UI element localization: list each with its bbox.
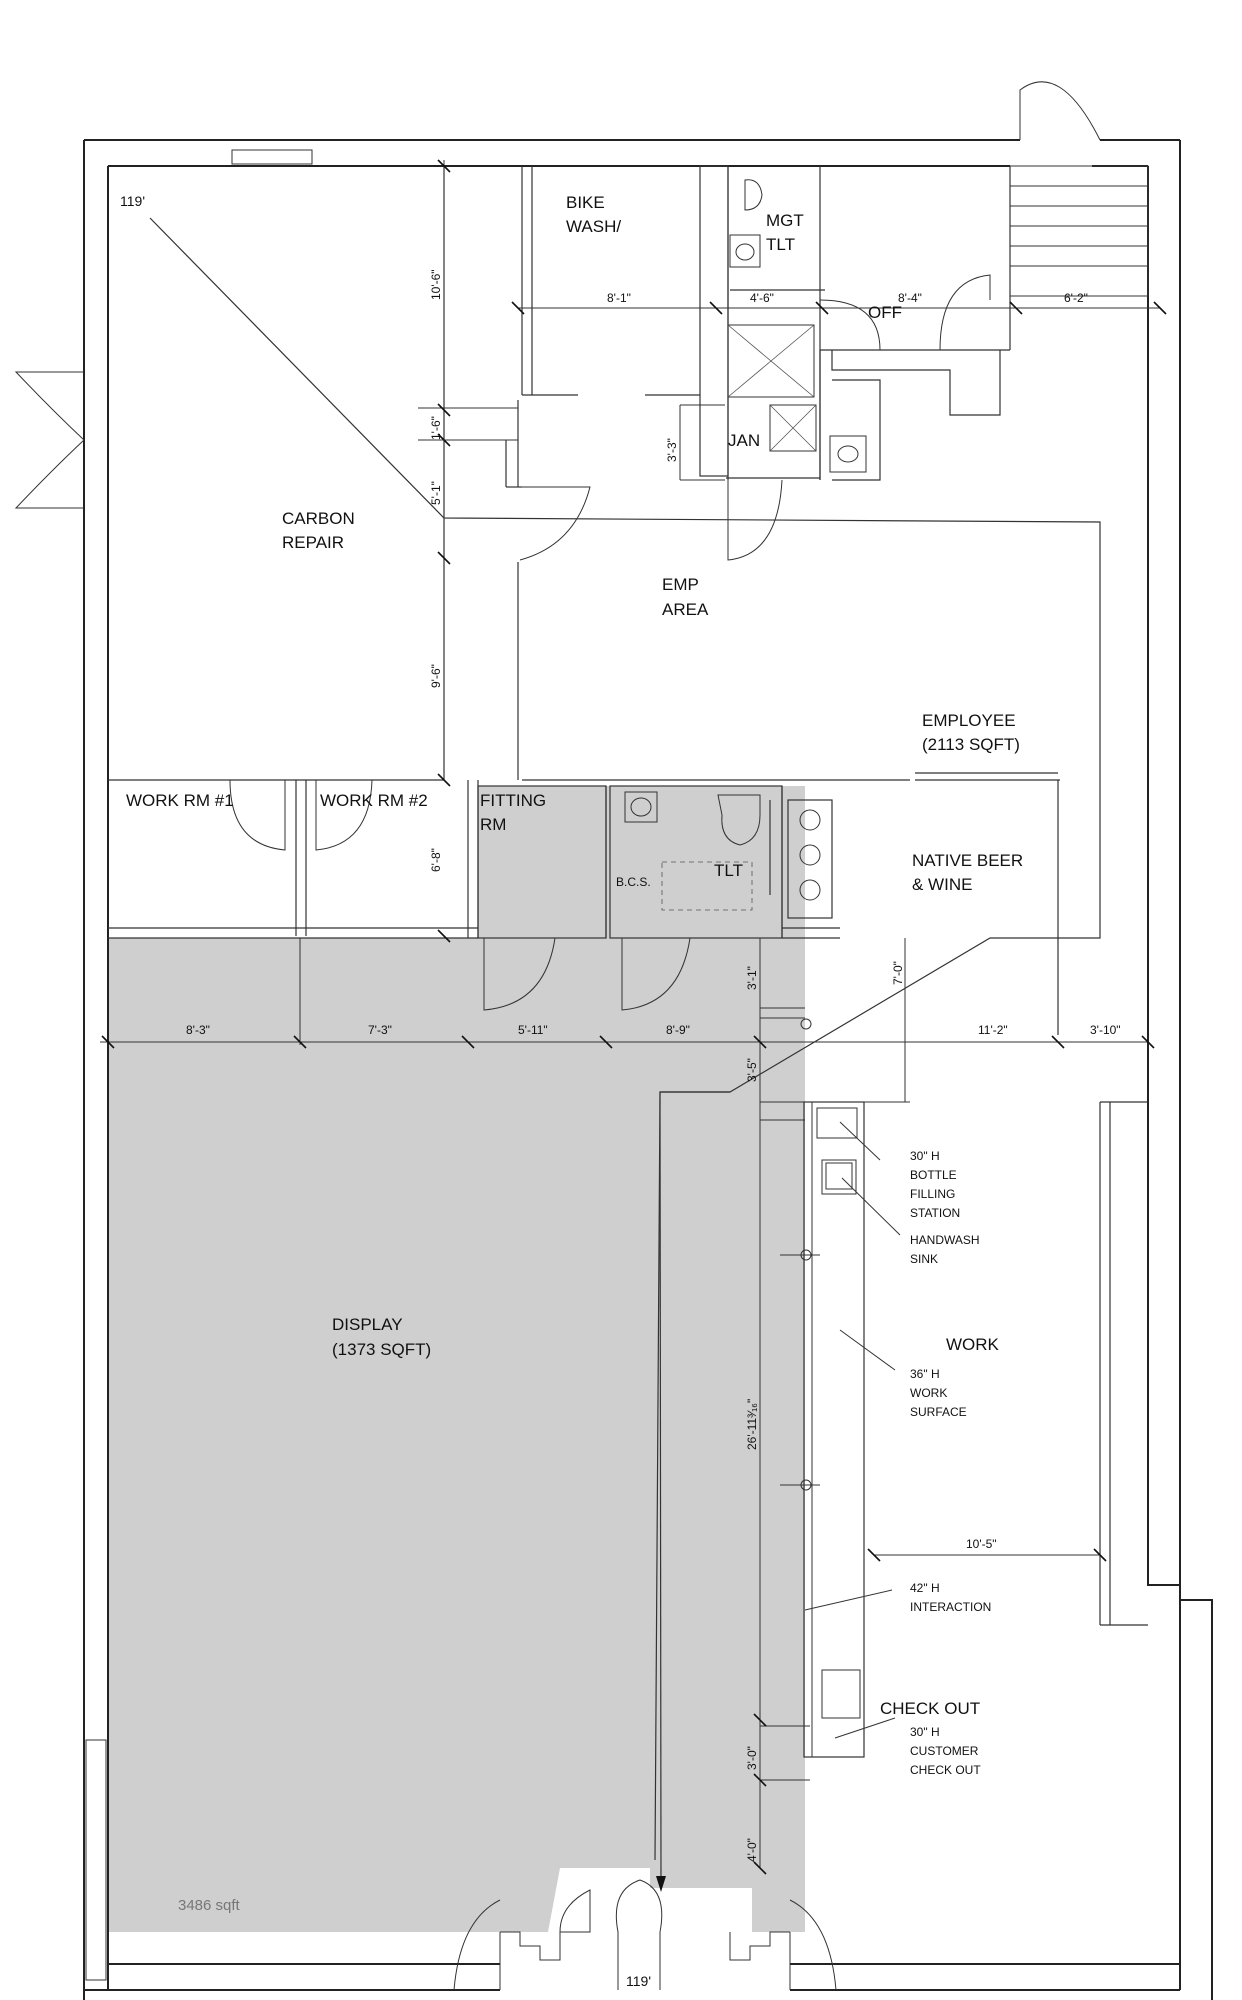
interior-walls-rear [443, 165, 1011, 780]
dimension-ticks [101, 159, 1167, 1875]
office-label: OFF [868, 303, 902, 322]
work-room-1-label: WORK RM #1 [126, 791, 234, 810]
dim-7-0: 7'-0" [891, 961, 905, 985]
dim-4-6: 4'-6" [750, 291, 774, 305]
work-room-2-label: WORK RM #2 [320, 791, 428, 810]
customer-note-2: CUSTOMER [910, 1744, 979, 1758]
dim-6-8: 6'-8" [429, 848, 443, 872]
janitor-label: JAN [728, 431, 760, 450]
check-out-label: CHECK OUT [880, 1699, 980, 1718]
tlt-label: TLT [714, 861, 743, 880]
fitting-room-label-1: FITTING [480, 791, 546, 810]
work-surface-note-2: WORK [910, 1386, 947, 1400]
native-beer-label-1: NATIVE BEER [912, 851, 1023, 870]
top-length-label: 119' [120, 193, 145, 209]
bottom-length-label: 119' [626, 1973, 651, 1989]
rear-stair-door [1009, 81, 1149, 297]
fitting-tlt-walls [477, 785, 840, 1011]
work-surface-note-1: 36" H [910, 1367, 940, 1381]
dim-10-5: 10'-5" [966, 1537, 997, 1551]
rear-fixtures [727, 179, 991, 561]
display-area-shading-upper [478, 786, 606, 938]
interaction-note-1: 42" H [910, 1581, 940, 1595]
interior-walls-carbon [505, 400, 910, 781]
dim-3-1: 3'-1" [745, 966, 759, 990]
dim-5-11: 5'-11" [518, 1023, 548, 1037]
dim-26-11: 26'-11³⁄₁₆" [745, 1399, 759, 1450]
dim-3-5: 3'-5" [745, 1058, 759, 1082]
dim-3-10: 3'-10" [1090, 1023, 1121, 1037]
interaction-note-2: INTERACTION [910, 1600, 991, 1614]
dim-8-1: 8'-1" [607, 291, 631, 305]
dim-8-3: 8'-3" [186, 1023, 210, 1037]
dim-4-0: 4'-0" [745, 1838, 759, 1862]
beer-fixtures [787, 799, 833, 919]
dim-5-1: 5'-1" [429, 481, 443, 505]
display-label-1: DISPLAY [332, 1315, 403, 1334]
bottle-note-4: STATION [910, 1206, 960, 1220]
walkway-arrow [656, 1091, 730, 1892]
leader-lines [804, 1121, 901, 1739]
exterior-walls [83, 139, 1213, 2000]
native-beer-label-2: & WINE [912, 875, 972, 894]
mgt-tlt-label-2: TLT [766, 235, 795, 254]
employee-label-1: EMPLOYEE [922, 711, 1016, 730]
bike-wash-label-1: BIKE [566, 193, 605, 212]
dim-3-3: 3'-3" [665, 438, 679, 462]
handwash-note-2: SINK [910, 1252, 938, 1266]
bcs-label: B.C.S. [616, 875, 651, 889]
work-counter [803, 1101, 1148, 1758]
tlt-room-floor [610, 786, 782, 938]
emp-area-label-2: AREA [662, 600, 709, 619]
dim-11-2: 11'-2" [978, 1023, 1008, 1037]
bottle-note-1: 30" H [910, 1149, 940, 1163]
left-entry-door [14, 371, 85, 509]
emp-area-label-1: EMP [662, 575, 699, 594]
work-room-walls [108, 779, 479, 939]
dim-8-4: 8'-4" [898, 291, 922, 305]
total-area-label: 3486 sqft [178, 1897, 241, 1914]
carbon-repair-label-2: REPAIR [282, 533, 344, 552]
fitting-room-label-2: RM [480, 815, 506, 834]
work-surface-note-3: SURFACE [910, 1405, 967, 1419]
display-area-shading [108, 786, 805, 1932]
front-entry [453, 1879, 837, 1991]
dim-6-2: 6'-2" [1064, 291, 1088, 305]
employee-label-2: (2113 SQFT) [922, 735, 1020, 754]
handwash-note-1: HANDWASH [910, 1233, 980, 1247]
customer-note-1: 30" H [910, 1725, 940, 1739]
dim-8-9: 8'-9" [666, 1023, 690, 1037]
customer-note-3: CHECK OUT [910, 1763, 981, 1777]
bike-wash-label-2: WASH/ [566, 217, 621, 236]
mgt-tlt-label-1: MGT [766, 211, 804, 230]
display-label-2: (1373 SQFT) [332, 1340, 431, 1359]
dim-1-6: 1'-6" [429, 416, 443, 440]
bottle-note-2: BOTTLE [910, 1168, 957, 1182]
work-label: WORK [946, 1335, 1000, 1354]
bottle-note-3: FILLING [910, 1187, 955, 1201]
dimension-lines [100, 160, 1160, 1868]
dim-7-3: 7'-3" [368, 1023, 392, 1037]
dim-10-6: 10'-6" [429, 269, 443, 300]
dim-9-6: 9'-6" [429, 664, 443, 688]
carbon-repair-label-1: CARBON [282, 509, 355, 528]
dim-3-0: 3'-0" [745, 1746, 759, 1770]
